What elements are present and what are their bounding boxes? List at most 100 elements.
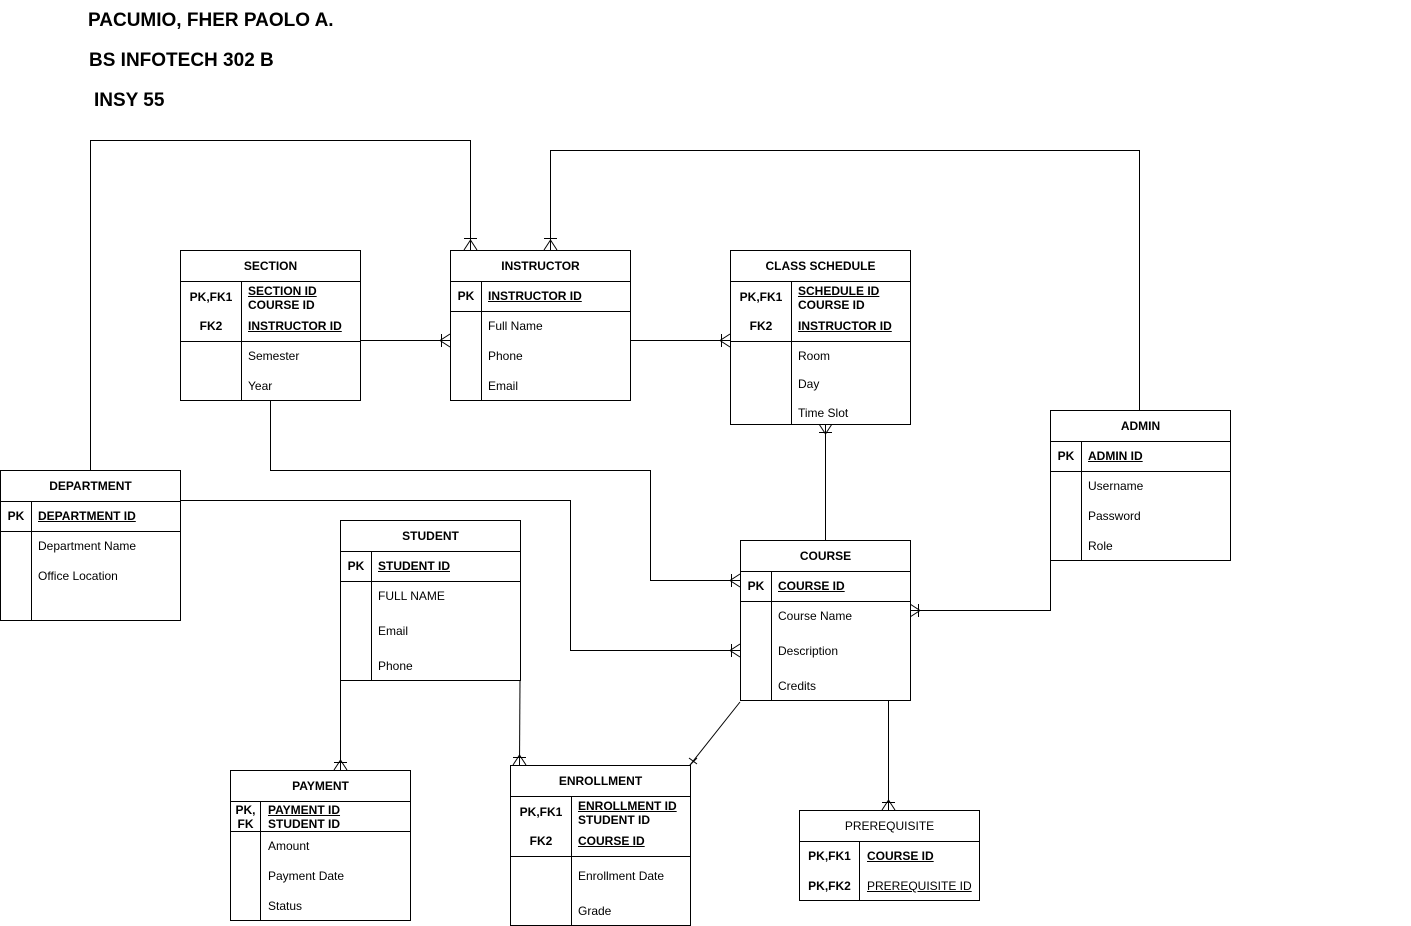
entity-admin[interactable]: ADMIN PK ADMIN ID Username Password Role [1050,410,1231,561]
attribute: Year [248,379,273,393]
key-type: PK,FK1 [739,290,783,304]
attribute: Semester [248,349,300,363]
key-type: PK [7,509,25,523]
attribute: Time Slot [798,406,849,420]
rel-admin-course [910,560,1051,611]
key-type: FK [237,817,254,831]
crowfoot-course-dept [729,643,741,658]
attribute: Full Name [488,319,543,333]
attribute: Enrollment Date [578,869,665,883]
entity-department[interactable]: DEPARTMENT PK DEPARTMENT ID Department N… [0,470,181,621]
key-type: PK,FK1 [808,849,851,863]
key-field: INSTRUCTOR ID [488,289,582,303]
entity-title: SECTION [181,251,360,282]
entity-enrollment[interactable]: ENROLLMENT PK,FK1 FK2 ENROLLMENT ID STUD… [510,765,691,926]
attribute: Course Name [778,609,853,623]
crowfoot-instructor-dept [463,238,478,251]
entity-title: COURSE [741,541,910,572]
attribute: Credits [778,679,817,693]
key-type: PK [747,579,765,593]
attribute: Room [798,349,831,363]
entity-title: CLASS SCHEDULE [731,251,910,282]
key-type: PK [347,559,365,573]
entity-title: DEPARTMENT [1,471,180,502]
entity-instructor[interactable]: INSTRUCTOR PK INSTRUCTOR ID Full Name Ph… [450,250,631,401]
key-field: COURSE ID [798,298,865,312]
entity-course[interactable]: COURSE PK COURSE ID Course Name Descript… [740,540,911,701]
attribute: Email [488,379,519,393]
key-field: SCHEDULE ID [798,284,880,298]
key-field: ADMIN ID [1088,449,1143,463]
entity-title: PREREQUISITE [800,811,979,842]
key-field: ENROLLMENT ID [578,799,677,813]
crowfoot-course-section [729,573,741,588]
entity-student[interactable]: STUDENT PK STUDENT ID FULL NAME Email Ph… [340,520,521,681]
rel-course-enrollment [689,701,741,766]
key-type: PK [457,289,475,303]
key-field: PAYMENT ID [268,803,341,817]
attribute: Status [268,899,303,913]
attribute: Phone [488,349,523,363]
attribute: Email [378,624,409,638]
crowfoot-section-instructor [439,333,451,348]
rel-department-instructor [90,140,471,470]
attribute: FULL NAME [378,589,445,603]
attribute: Office Location [38,569,118,583]
key-type: PK,FK1 [519,805,563,819]
attribute: Phone [378,659,413,673]
key-field: INSTRUCTOR ID [248,319,342,333]
key-field: PREREQUISITE ID [867,879,972,893]
crowfoot-instructor-admin [543,238,558,251]
key-field: STUDENT ID [268,817,340,831]
attribute: Username [1088,479,1144,493]
key-field: COURSE ID [578,834,645,848]
entity-title: ADMIN [1051,411,1230,442]
crowfoot-schedule-course [818,423,833,435]
attribute: Role [1088,539,1113,553]
rel-department-course [180,500,740,651]
crowfoot-course-admin [909,603,921,618]
attribute: Payment Date [268,869,345,883]
entity-prerequisite[interactable]: PREREQUISITE PK,FK1 PK,FK2 COURSE ID PRE… [799,810,980,901]
entity-payment[interactable]: PAYMENT PK, FK PAYMENT ID STUDENT ID Amo… [230,770,411,921]
key-field: COURSE ID [778,579,845,593]
attribute: Description [778,644,839,658]
key-type: FK2 [199,319,223,333]
attribute: Amount [268,839,310,853]
entity-title: ENROLLMENT [511,766,690,797]
key-type: FK2 [529,834,553,848]
key-field: DEPARTMENT ID [38,509,136,523]
program-label: BS INFOTECH 302 B [89,50,274,71]
entity-title: PAYMENT [231,771,410,802]
crowfoot-prerequisite-course [881,799,896,811]
rel-section-course [270,400,740,581]
attribute: Grade [578,904,612,918]
key-field: COURSE ID [248,298,315,312]
key-type: FK2 [749,319,773,333]
crowfoot-schedule-instructor [719,333,731,348]
attribute: Department Name [38,539,137,553]
attribute: Password [1088,509,1141,523]
key-type: PK, [235,803,256,817]
key-field: STUDENT ID [578,813,650,827]
rel-student-enrollment [519,679,521,766]
author-name: PACUMIO, FHER PAOLO A. [88,10,334,31]
key-field: SECTION ID [248,284,317,298]
course-code-label: INSY 55 [94,90,165,111]
key-type: PK,FK1 [189,290,233,304]
rel-admin-instructor [550,150,1140,410]
key-field: COURSE ID [867,849,934,863]
key-field: STUDENT ID [378,559,450,573]
key-field: INSTRUCTOR ID [798,319,892,333]
crowfoot-enrollment-student [512,754,527,766]
entity-section[interactable]: SECTION PK,FK1 FK2 SECTION ID COURSE ID … [180,250,361,401]
crowfoot-payment-student [333,759,348,771]
attribute: Day [798,377,820,391]
entity-class-schedule[interactable]: CLASS SCHEDULE PK,FK1 FK2 SCHEDULE ID CO… [730,250,911,425]
crowfoot-enrollment-course [688,757,698,766]
key-type: PK [1057,449,1075,463]
entity-title: STUDENT [341,521,520,552]
entity-title: INSTRUCTOR [451,251,630,282]
key-type: PK,FK2 [808,879,851,893]
